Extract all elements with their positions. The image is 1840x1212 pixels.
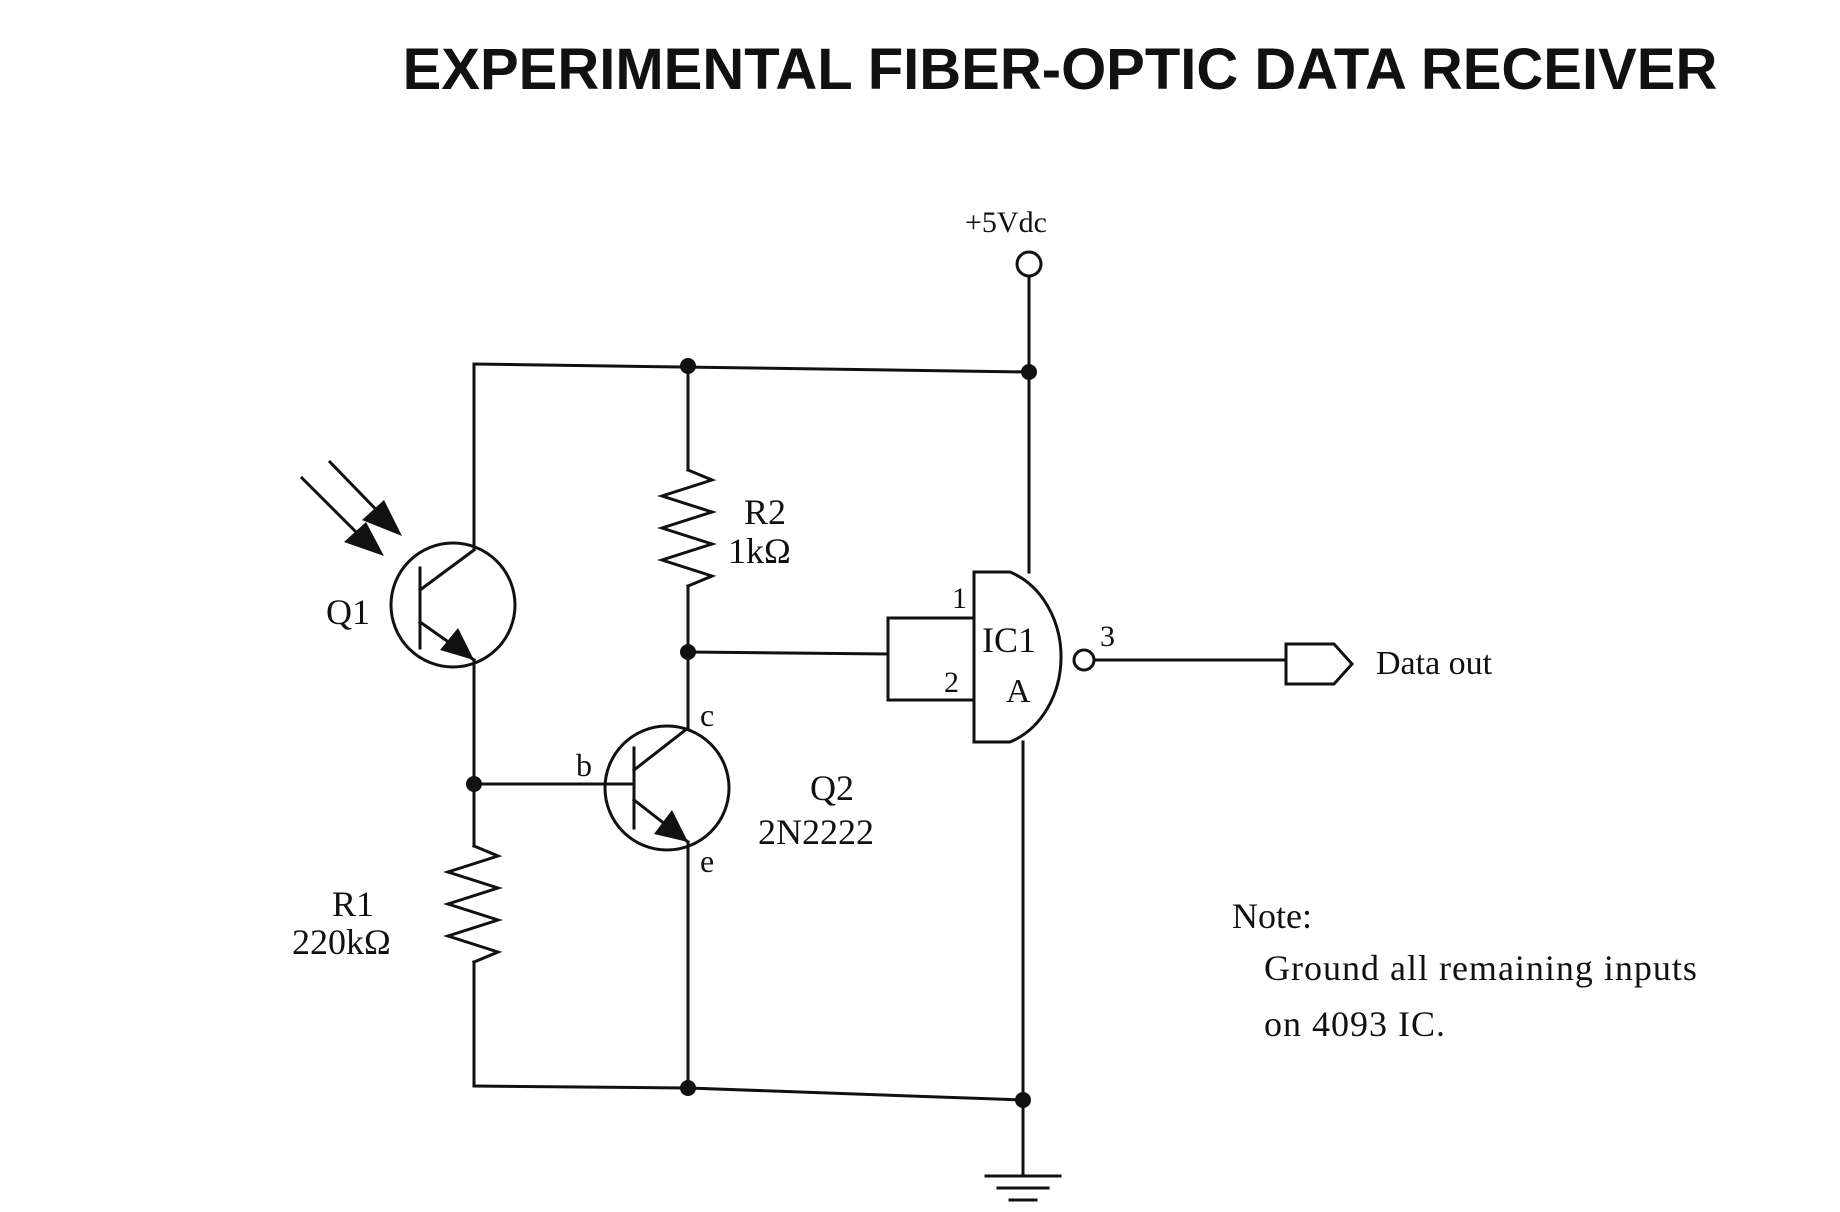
- note-line-1: Ground all remaining inputs: [1264, 948, 1698, 988]
- q2-emitter-label: e: [700, 843, 714, 879]
- q2-collector-label: c: [700, 697, 714, 733]
- output-label: Data out: [1376, 645, 1493, 682]
- top-rail-wire: [472, 362, 1031, 374]
- ground-rail-wire: [472, 1084, 1025, 1102]
- r2-value: 1kΩ: [728, 531, 791, 571]
- junction-ground-q2: [680, 1080, 696, 1096]
- junction-top-r2: [680, 358, 696, 374]
- junction-base: [466, 776, 482, 792]
- supply-terminal: [1015, 250, 1043, 278]
- gate-input-tie-wire: [886, 616, 976, 702]
- ic1-pin2-label: 2: [944, 666, 959, 699]
- ic1-pin1-label: 1: [952, 582, 967, 615]
- ic1-pin3-label: 3: [1100, 620, 1115, 653]
- q2-emitter-arrow: [654, 810, 688, 842]
- light-arrow-head-2: [362, 500, 402, 536]
- q2-collector-lead: [631, 725, 691, 773]
- q2-part: 2N2222: [758, 812, 874, 852]
- ic1-gate-label: A: [1006, 673, 1031, 710]
- nand-gate-body: [972, 570, 1063, 744]
- r1-value: 220kΩ: [292, 922, 391, 962]
- note-heading: Note:: [1232, 896, 1312, 936]
- r2-label: R2: [744, 492, 786, 532]
- q1-emitter-arrow: [440, 628, 474, 660]
- collector-to-gate-wire: [686, 650, 890, 656]
- junction-collector: [680, 644, 696, 660]
- r1-label: R1: [332, 884, 374, 924]
- nand-output-bubble: [1072, 648, 1096, 672]
- ic1-label: IC1: [982, 620, 1036, 660]
- q1-collector-lead: [417, 547, 477, 593]
- r1-resistor: [443, 844, 503, 964]
- q2-base-label: b: [576, 747, 592, 783]
- q2-label: Q2: [810, 768, 854, 808]
- q1-label: Q1: [326, 592, 370, 632]
- diagram-title: EXPERIMENTAL FIBER-OPTIC DATA RECEIVER: [402, 37, 1718, 102]
- junction-top-supply: [1021, 364, 1037, 380]
- junction-ground-gate: [1015, 1092, 1031, 1108]
- light-arrow-head-1: [344, 522, 384, 556]
- supply-label: +5Vdc: [965, 206, 1047, 239]
- r2-resistor: [657, 468, 717, 588]
- q1-transistor-body: [389, 541, 517, 669]
- output-connector: [1284, 642, 1355, 686]
- q2-transistor-body: [603, 724, 731, 852]
- note-line-2: on 4093 IC.: [1264, 1004, 1446, 1044]
